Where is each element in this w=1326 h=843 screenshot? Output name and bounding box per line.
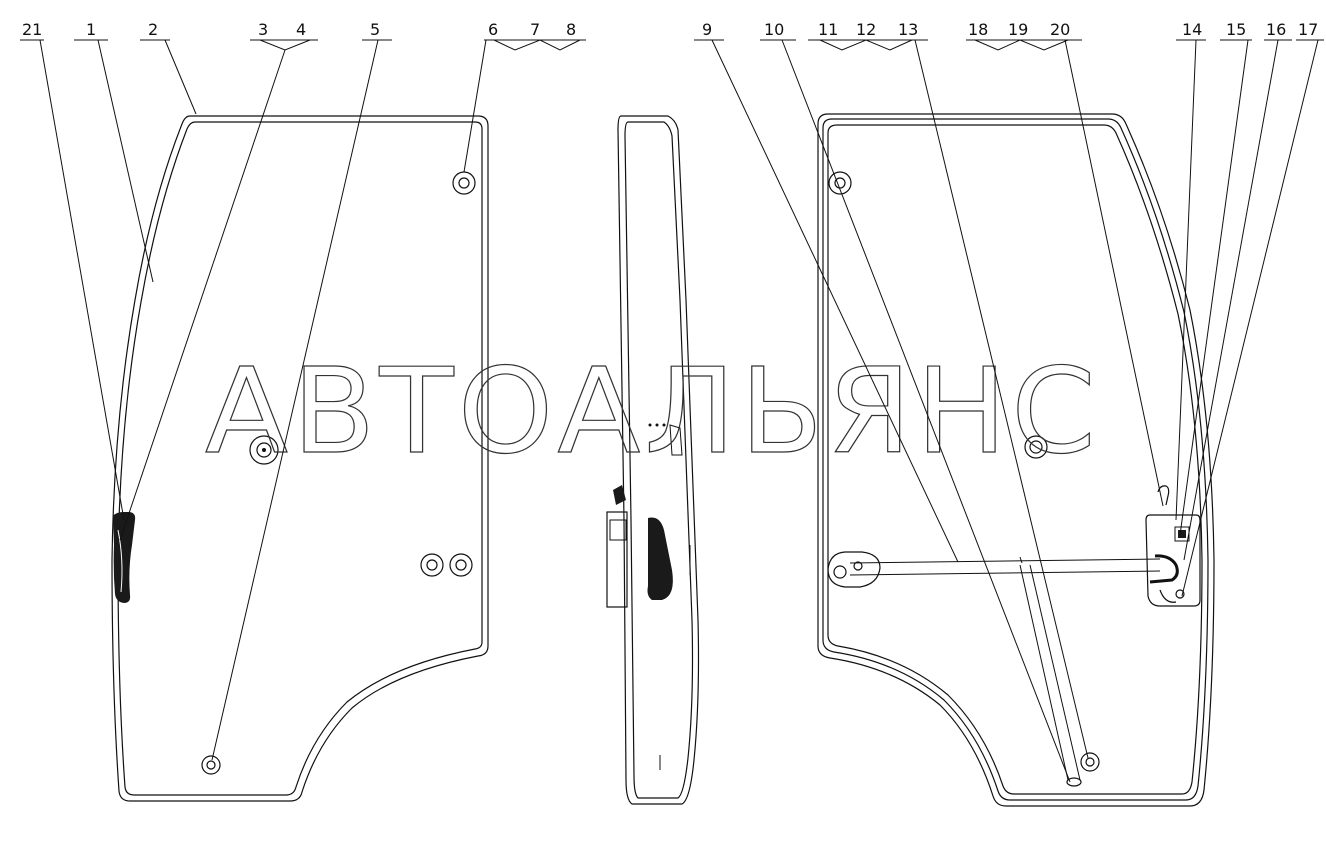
door-side-profile [606,115,700,805]
callout-12: 12 [856,20,876,39]
callout-3: 3 [258,20,268,39]
callout-20: 20 [1050,20,1070,39]
bolt-top-left [828,171,852,195]
callout-4: 4 [296,20,306,39]
bolt-group-top-right [452,171,476,195]
callout-21: 21 [22,20,42,39]
callout-2: 2 [148,20,158,39]
glass-run-rod [1019,564,1100,787]
outer-door-handle [113,512,136,603]
inner-lock-mechanism [1145,485,1201,607]
callout-10: 10 [764,20,784,39]
callout-18: 18 [968,20,988,39]
callout-16: 16 [1266,20,1286,39]
callout-8: 8 [566,20,576,39]
door-inner-outline [817,113,1215,807]
side-handle [647,517,673,600]
callout-19: 19 [1008,20,1028,39]
callout-9: 9 [702,20,712,39]
door-inner-view [817,113,1215,807]
side-profile-inner [624,121,694,799]
callout-17: 17 [1298,20,1318,39]
callout-labels: 21 1 2 3 4 5 6 7 8 9 10 11 12 13 18 19 2… [22,20,1318,39]
callout-14: 14 [1182,20,1202,39]
watermark-text: АВТОАЛЬЯНС [205,342,1100,480]
leader-lines [20,39,1324,783]
door-outer-outline [111,115,489,802]
grommet-middle [1024,435,1048,459]
bolt-pair-lower [420,553,473,577]
callout-1: 1 [86,20,96,39]
callout-15: 15 [1226,20,1246,39]
callout-6: 6 [488,20,498,39]
callout-5: 5 [370,20,380,39]
side-profile-outer [617,115,700,805]
callout-11: 11 [818,20,838,39]
door-check-rod [827,551,1161,588]
lock-cylinder [249,435,279,465]
side-latch-block [606,511,628,608]
bolt-bottom [201,755,221,775]
callout-13: 13 [898,20,918,39]
callout-7: 7 [530,20,540,39]
